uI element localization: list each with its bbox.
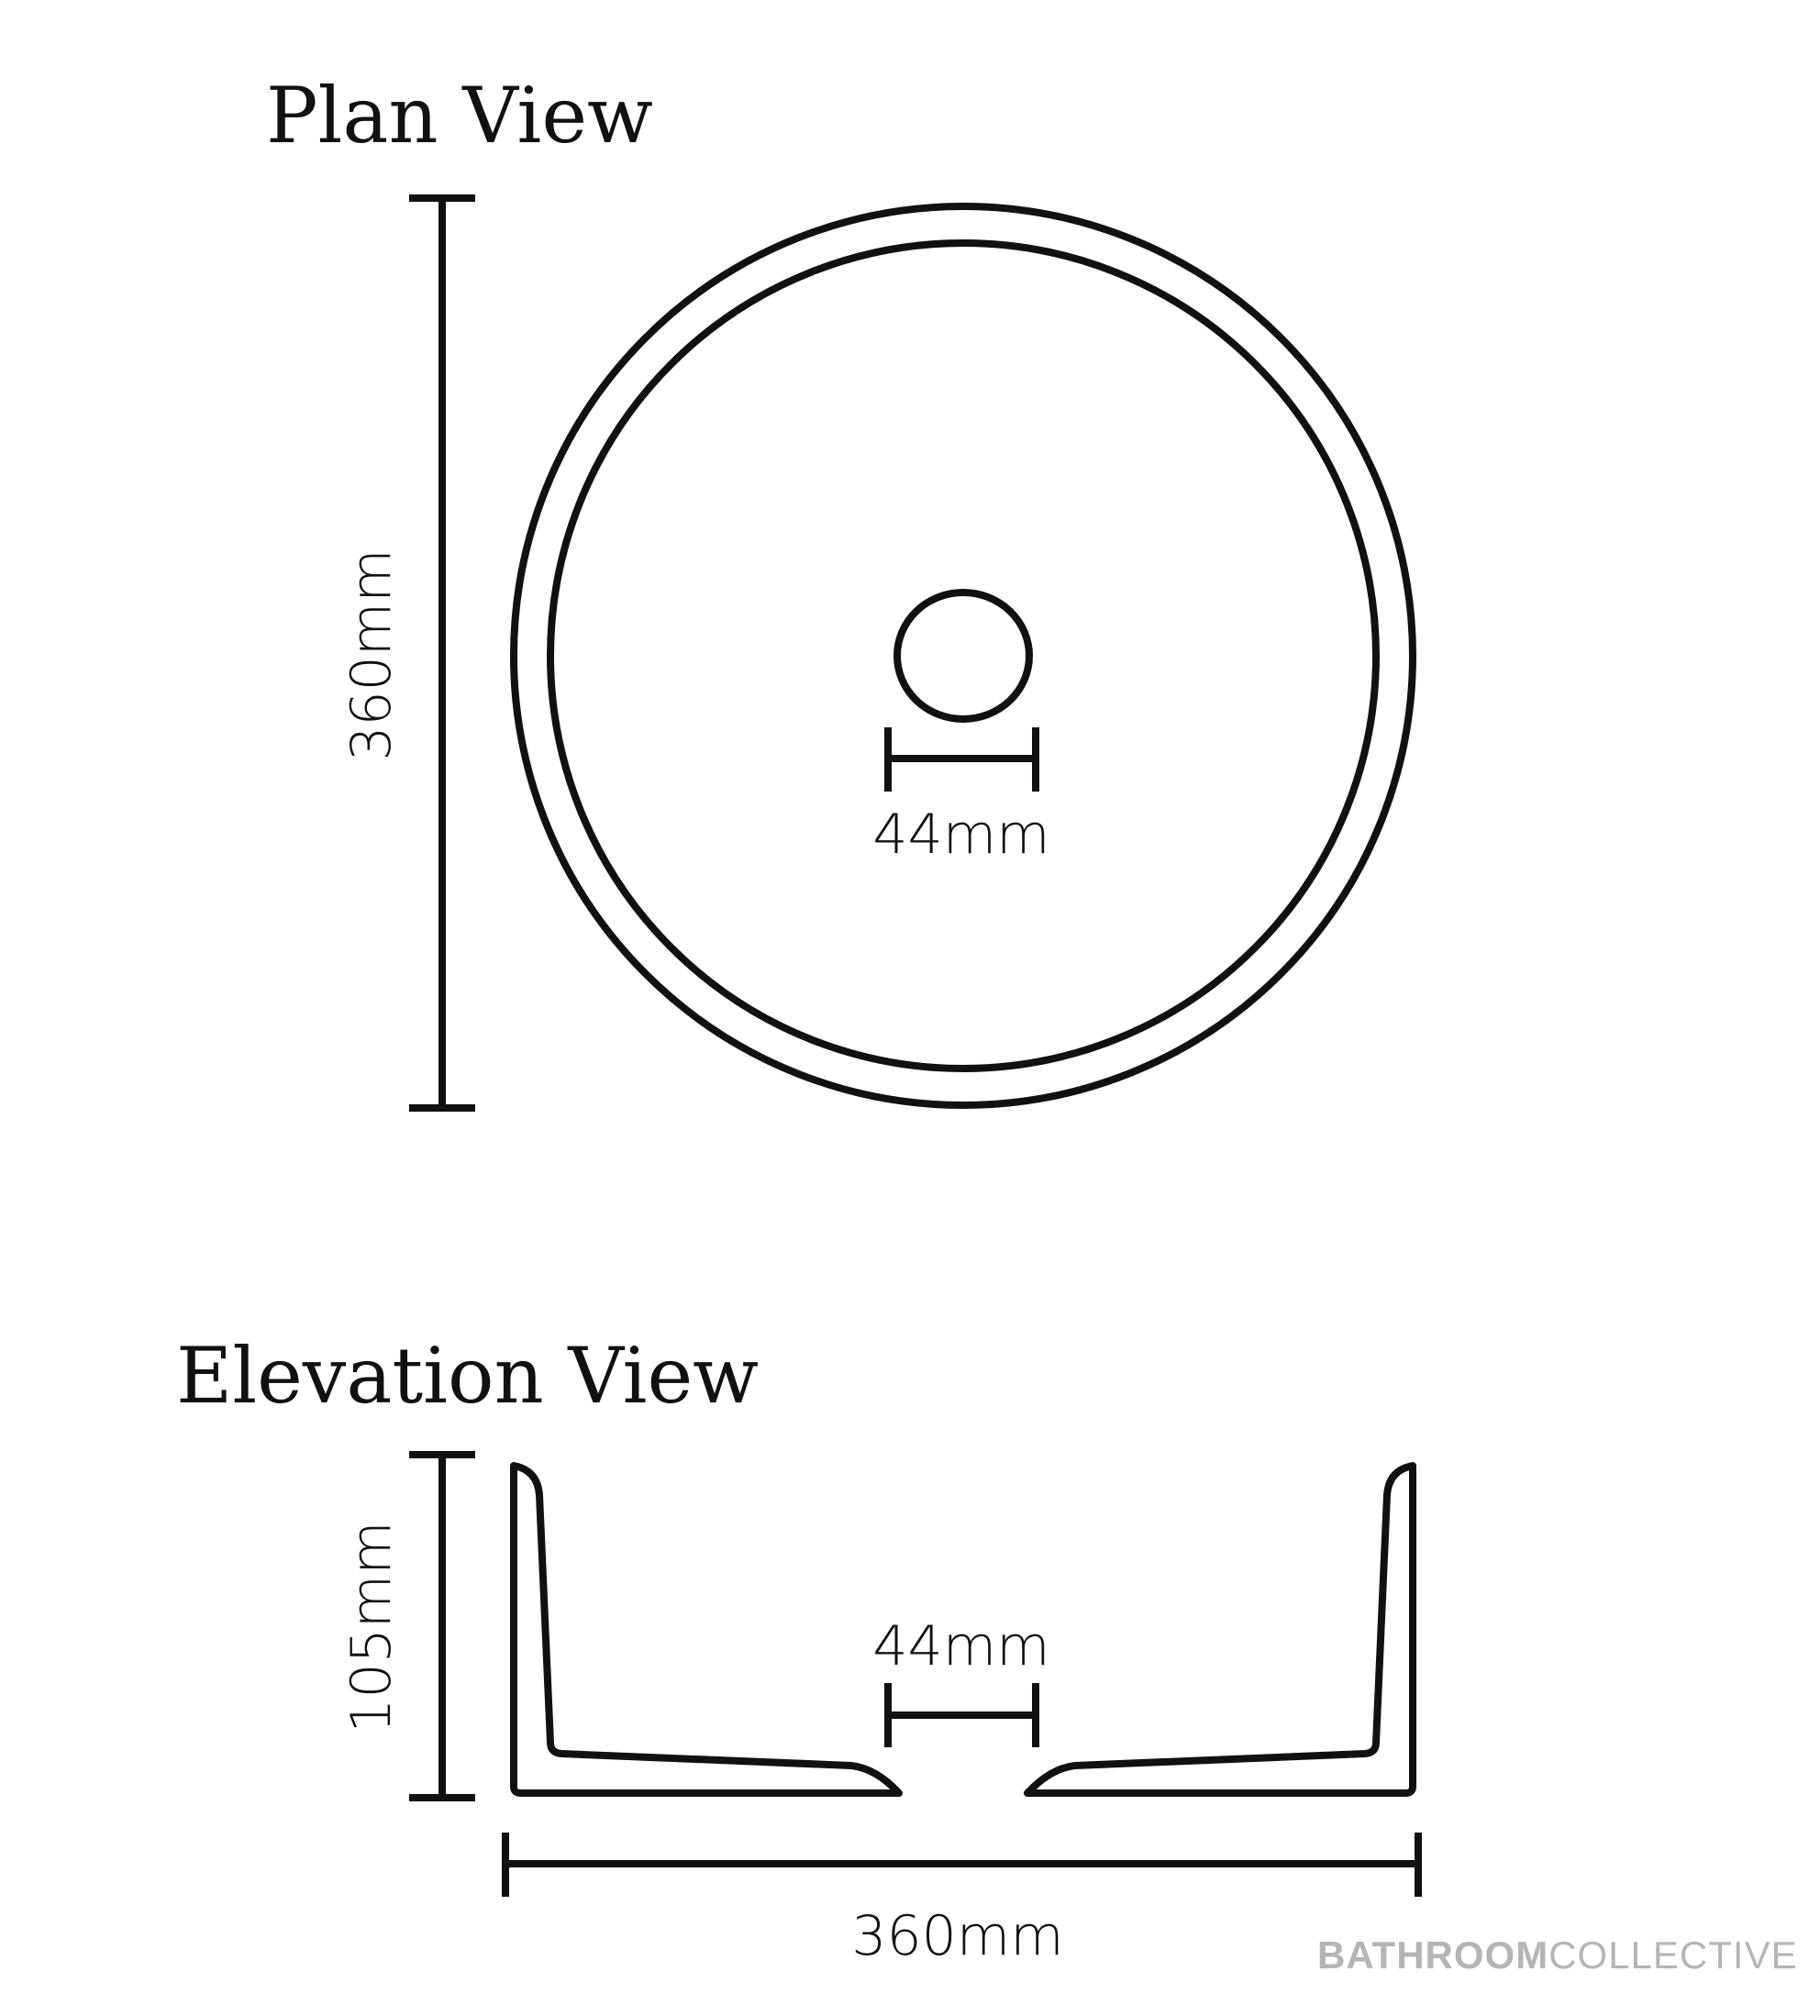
elevation-height-label: 105mm: [339, 1521, 404, 1734]
elevation-waste-label: 44mm: [872, 1614, 1050, 1678]
elevation-view-title: Elevation View: [176, 1331, 760, 1421]
elevation-width-label: 360mm: [851, 1904, 1064, 1968]
brand-primary: BATHROOM: [1317, 1933, 1549, 1977]
elevation-width-dimension-line: [502, 1833, 1422, 1897]
plan-view-title: Plan View: [266, 71, 653, 161]
basin-profile-left: [510, 1462, 903, 1797]
plan-height-label: 360mm: [339, 548, 404, 761]
basin-outer-rim: [510, 203, 1416, 1109]
brand-logo: BATHROOMCOLLECTIVE: [1317, 1933, 1798, 1977]
basin-inner-rim: [547, 239, 1380, 1072]
brand-secondary: COLLECTIVE: [1548, 1933, 1798, 1977]
elevation-waste-dimension-line: [884, 1683, 1039, 1747]
waste-outlet: [893, 589, 1033, 723]
plan-height-dimension-line: [409, 194, 475, 1112]
basin-profile-right: [1024, 1462, 1416, 1797]
plan-waste-dimension-line: [884, 727, 1039, 792]
elevation-height-dimension-line: [409, 1451, 475, 1801]
plan-waste-label: 44mm: [872, 803, 1050, 867]
